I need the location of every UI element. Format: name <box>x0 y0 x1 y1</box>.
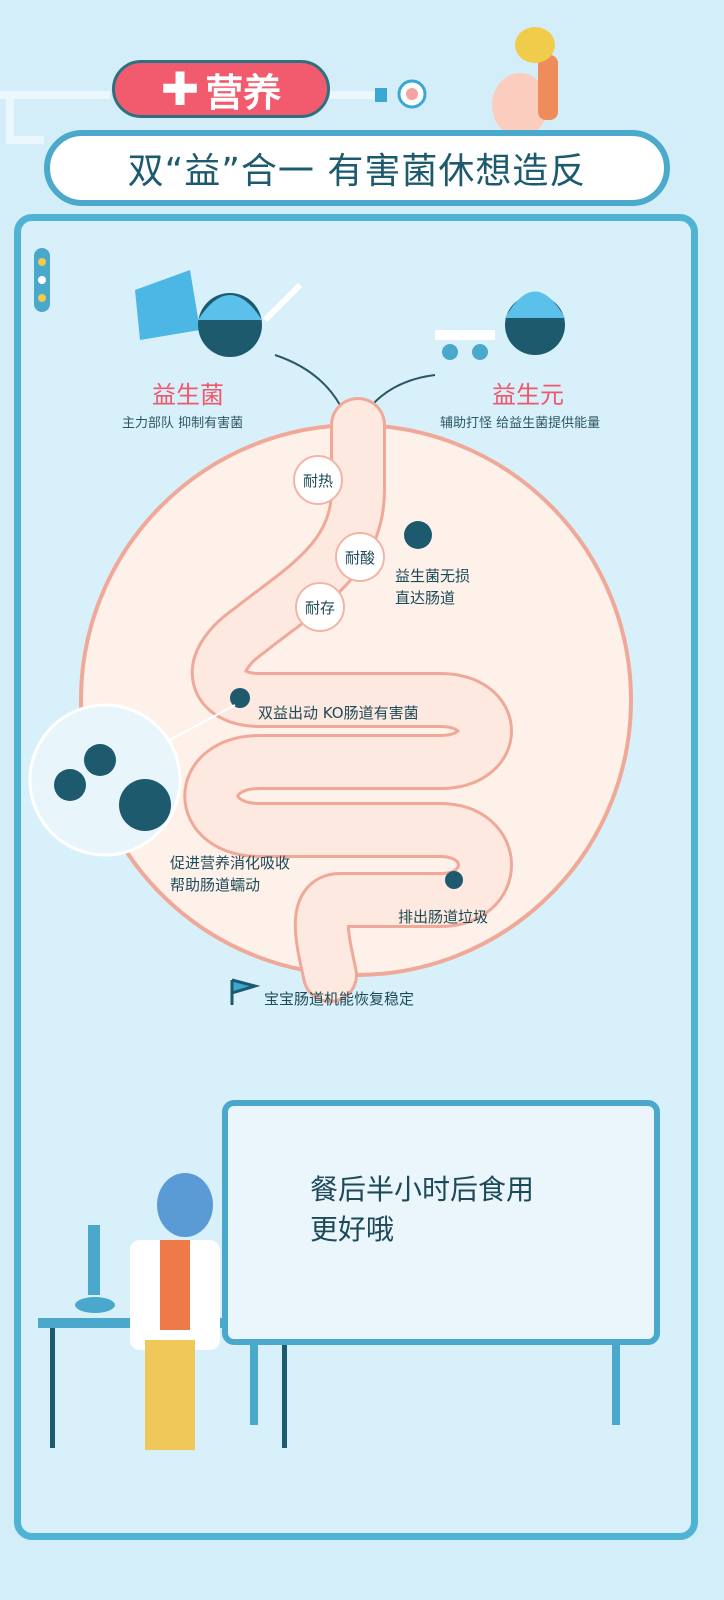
germ-icon <box>230 688 250 708</box>
prebiotic-desc: 辅助打怪 给益生菌提供能量 <box>440 416 601 431</box>
tag-label: 营养 <box>205 70 282 115</box>
prebiotic-title: 益生元 <box>492 381 564 409</box>
probiotic-desc: 主力部队 抑制有害菌 <box>122 416 244 431</box>
digest-label: 促进营养消化吸收 帮助肠道蠕动 <box>170 854 291 894</box>
teacher-mascot-icon <box>130 1173 286 1450</box>
result-text: 宝宝肠道机能恢复稳定 <box>264 990 415 1008</box>
category-tag: ✚ 营养 <box>112 60 330 118</box>
magnified-view <box>28 703 182 857</box>
flag-icon <box>230 978 261 1005</box>
microscope-icon <box>75 1225 115 1313</box>
arrow-icon <box>371 374 436 406</box>
arrow-icon <box>274 354 341 406</box>
waste-label: 排出肠道垃圾 <box>398 908 489 926</box>
mascot-pushing-peach-icon <box>492 27 558 137</box>
probiotic-title: 益生菌 <box>152 381 224 409</box>
harmful-bacteria-icon <box>119 779 171 831</box>
heat-resistant-bubble: 耐热 <box>293 455 343 505</box>
storage-resistant-bubble: 耐存 <box>295 582 345 632</box>
page-title: 双“益”合一 有害菌休想造反 <box>44 130 670 206</box>
board-text: 餐后半小时后食用 更好哦 <box>310 1173 535 1246</box>
prebiotic-character-icon <box>435 291 565 360</box>
probiotic-small-icon <box>404 521 432 549</box>
acid-resistant-bubble: 耐酸 <box>335 532 385 582</box>
blackboard <box>222 1100 660 1345</box>
plus-icon: ✚ <box>160 62 200 116</box>
probiotic-character-icon <box>135 270 303 357</box>
germ-icon <box>445 871 463 889</box>
reach-label: 益生菌无损 直达肠道 <box>395 567 471 607</box>
ko-label: 双益出动 KO肠道有害菌 <box>258 704 419 722</box>
